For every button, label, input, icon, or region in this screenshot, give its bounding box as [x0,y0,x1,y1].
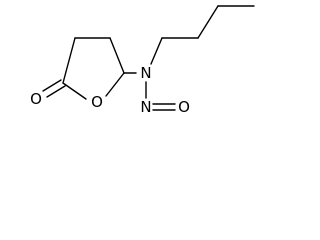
bond-ring-oxygen-c2 [62,82,87,100]
lactone-ring [62,37,125,100]
bond-c5-ring-oxygen [105,72,125,97]
carbonyl-group [42,79,66,98]
bond-c2-c3 [62,37,76,84]
bond-amine-nitrogen-c1 [150,37,163,65]
bond-c4-c5 [109,37,125,74]
amine-nitrogen-label: N [140,64,151,82]
bond-carbonyl-double-b [46,85,66,98]
bond-carbonyl-double-a [42,79,62,92]
n-butyl-chain [123,5,255,74]
nitroso-oxygen-label: O [178,98,190,116]
bond-butyl-c2-c3 [197,5,219,39]
molecule-structure: O O N N O [30,5,255,116]
ring-oxygen-label: O [91,93,103,111]
carbonyl-oxygen-label: O [30,90,42,108]
nitroso-nitrogen-label: N [140,98,151,116]
nitroso-group [145,81,176,111]
